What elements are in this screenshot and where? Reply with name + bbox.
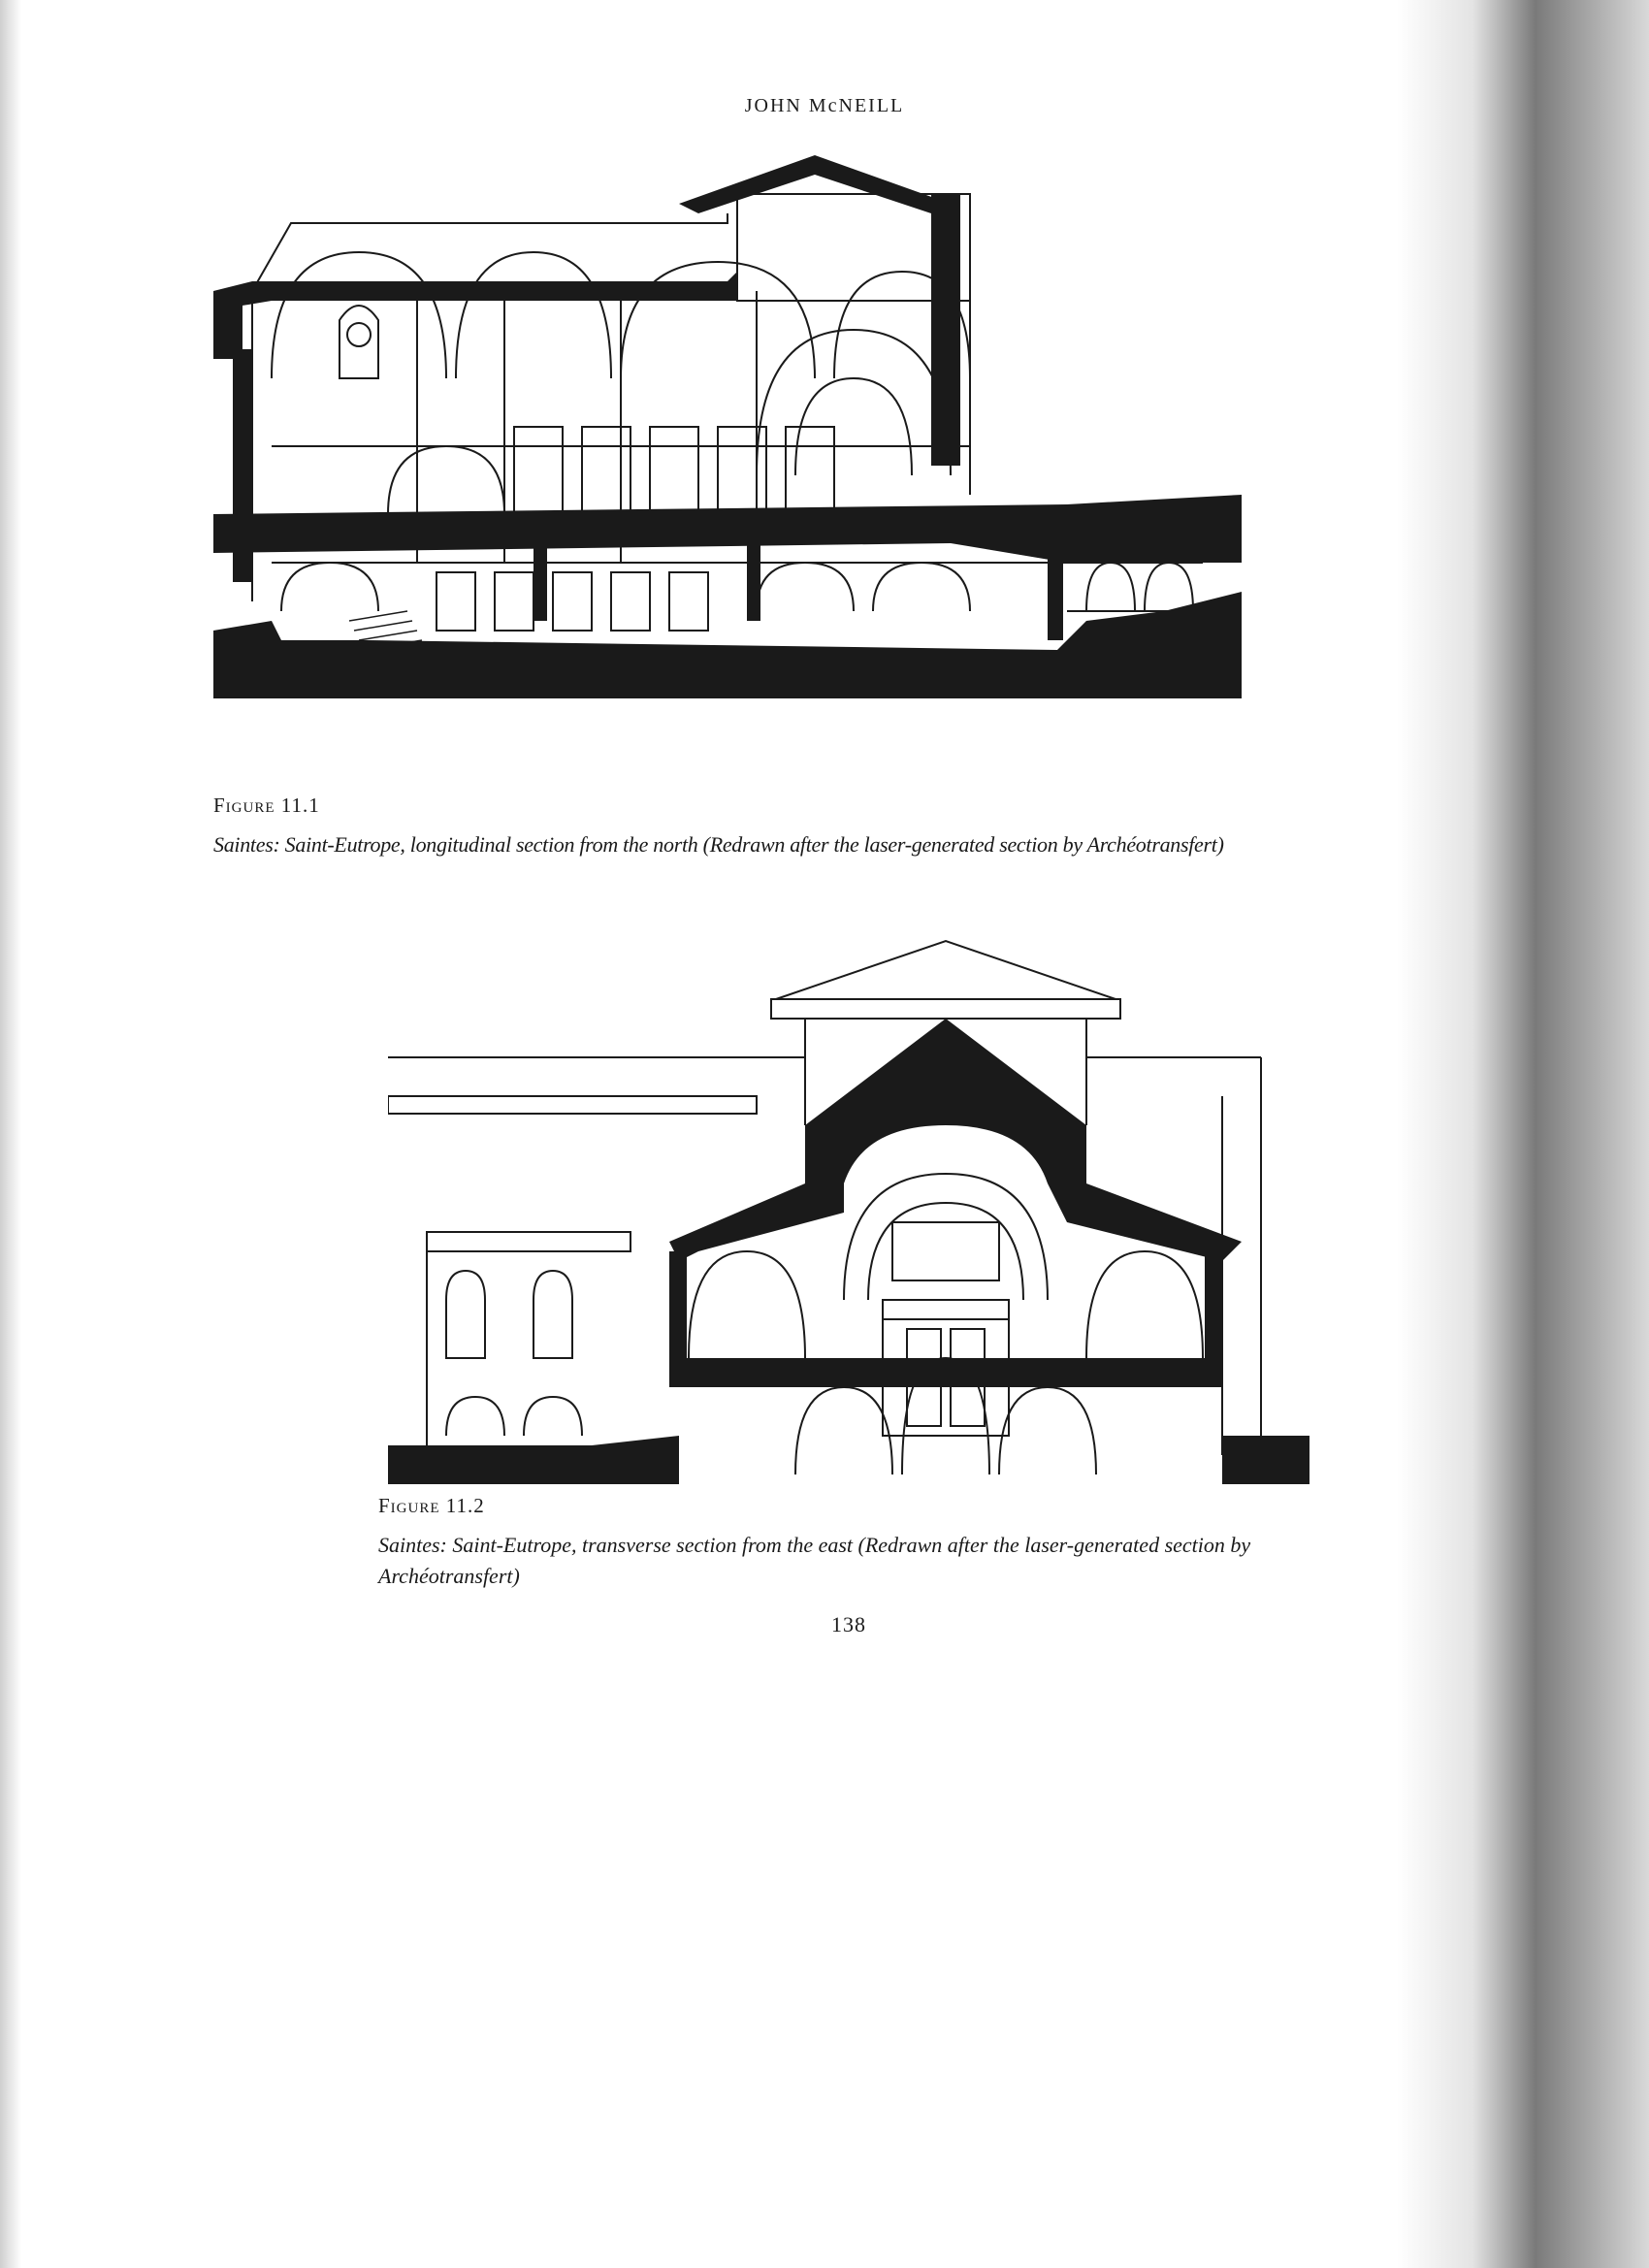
running-head: JOHN McNEILL <box>744 95 905 116</box>
page-number: 138 <box>831 1612 866 1636</box>
figure-11-2-label-visible: Figure 11.2 <box>378 1494 485 1517</box>
figure-11-2-drawing <box>388 931 1368 1484</box>
figure-11-1-label: Figure 11.1 <box>213 794 320 817</box>
figure-11-1-caption: Saintes: Saint-Eutrope, longitudinal sec… <box>213 832 1224 857</box>
page-edge-shadow <box>0 0 21 2268</box>
figure-11-2-caption-line2: Archéotransfert) <box>378 1564 520 1588</box>
binding-gutter-shadow <box>1397 0 1649 2268</box>
figure-11-1-drawing <box>213 155 1504 776</box>
figure-11-2-caption-line1: Saintes: Saint-Eutrope, transverse secti… <box>378 1533 1251 1557</box>
